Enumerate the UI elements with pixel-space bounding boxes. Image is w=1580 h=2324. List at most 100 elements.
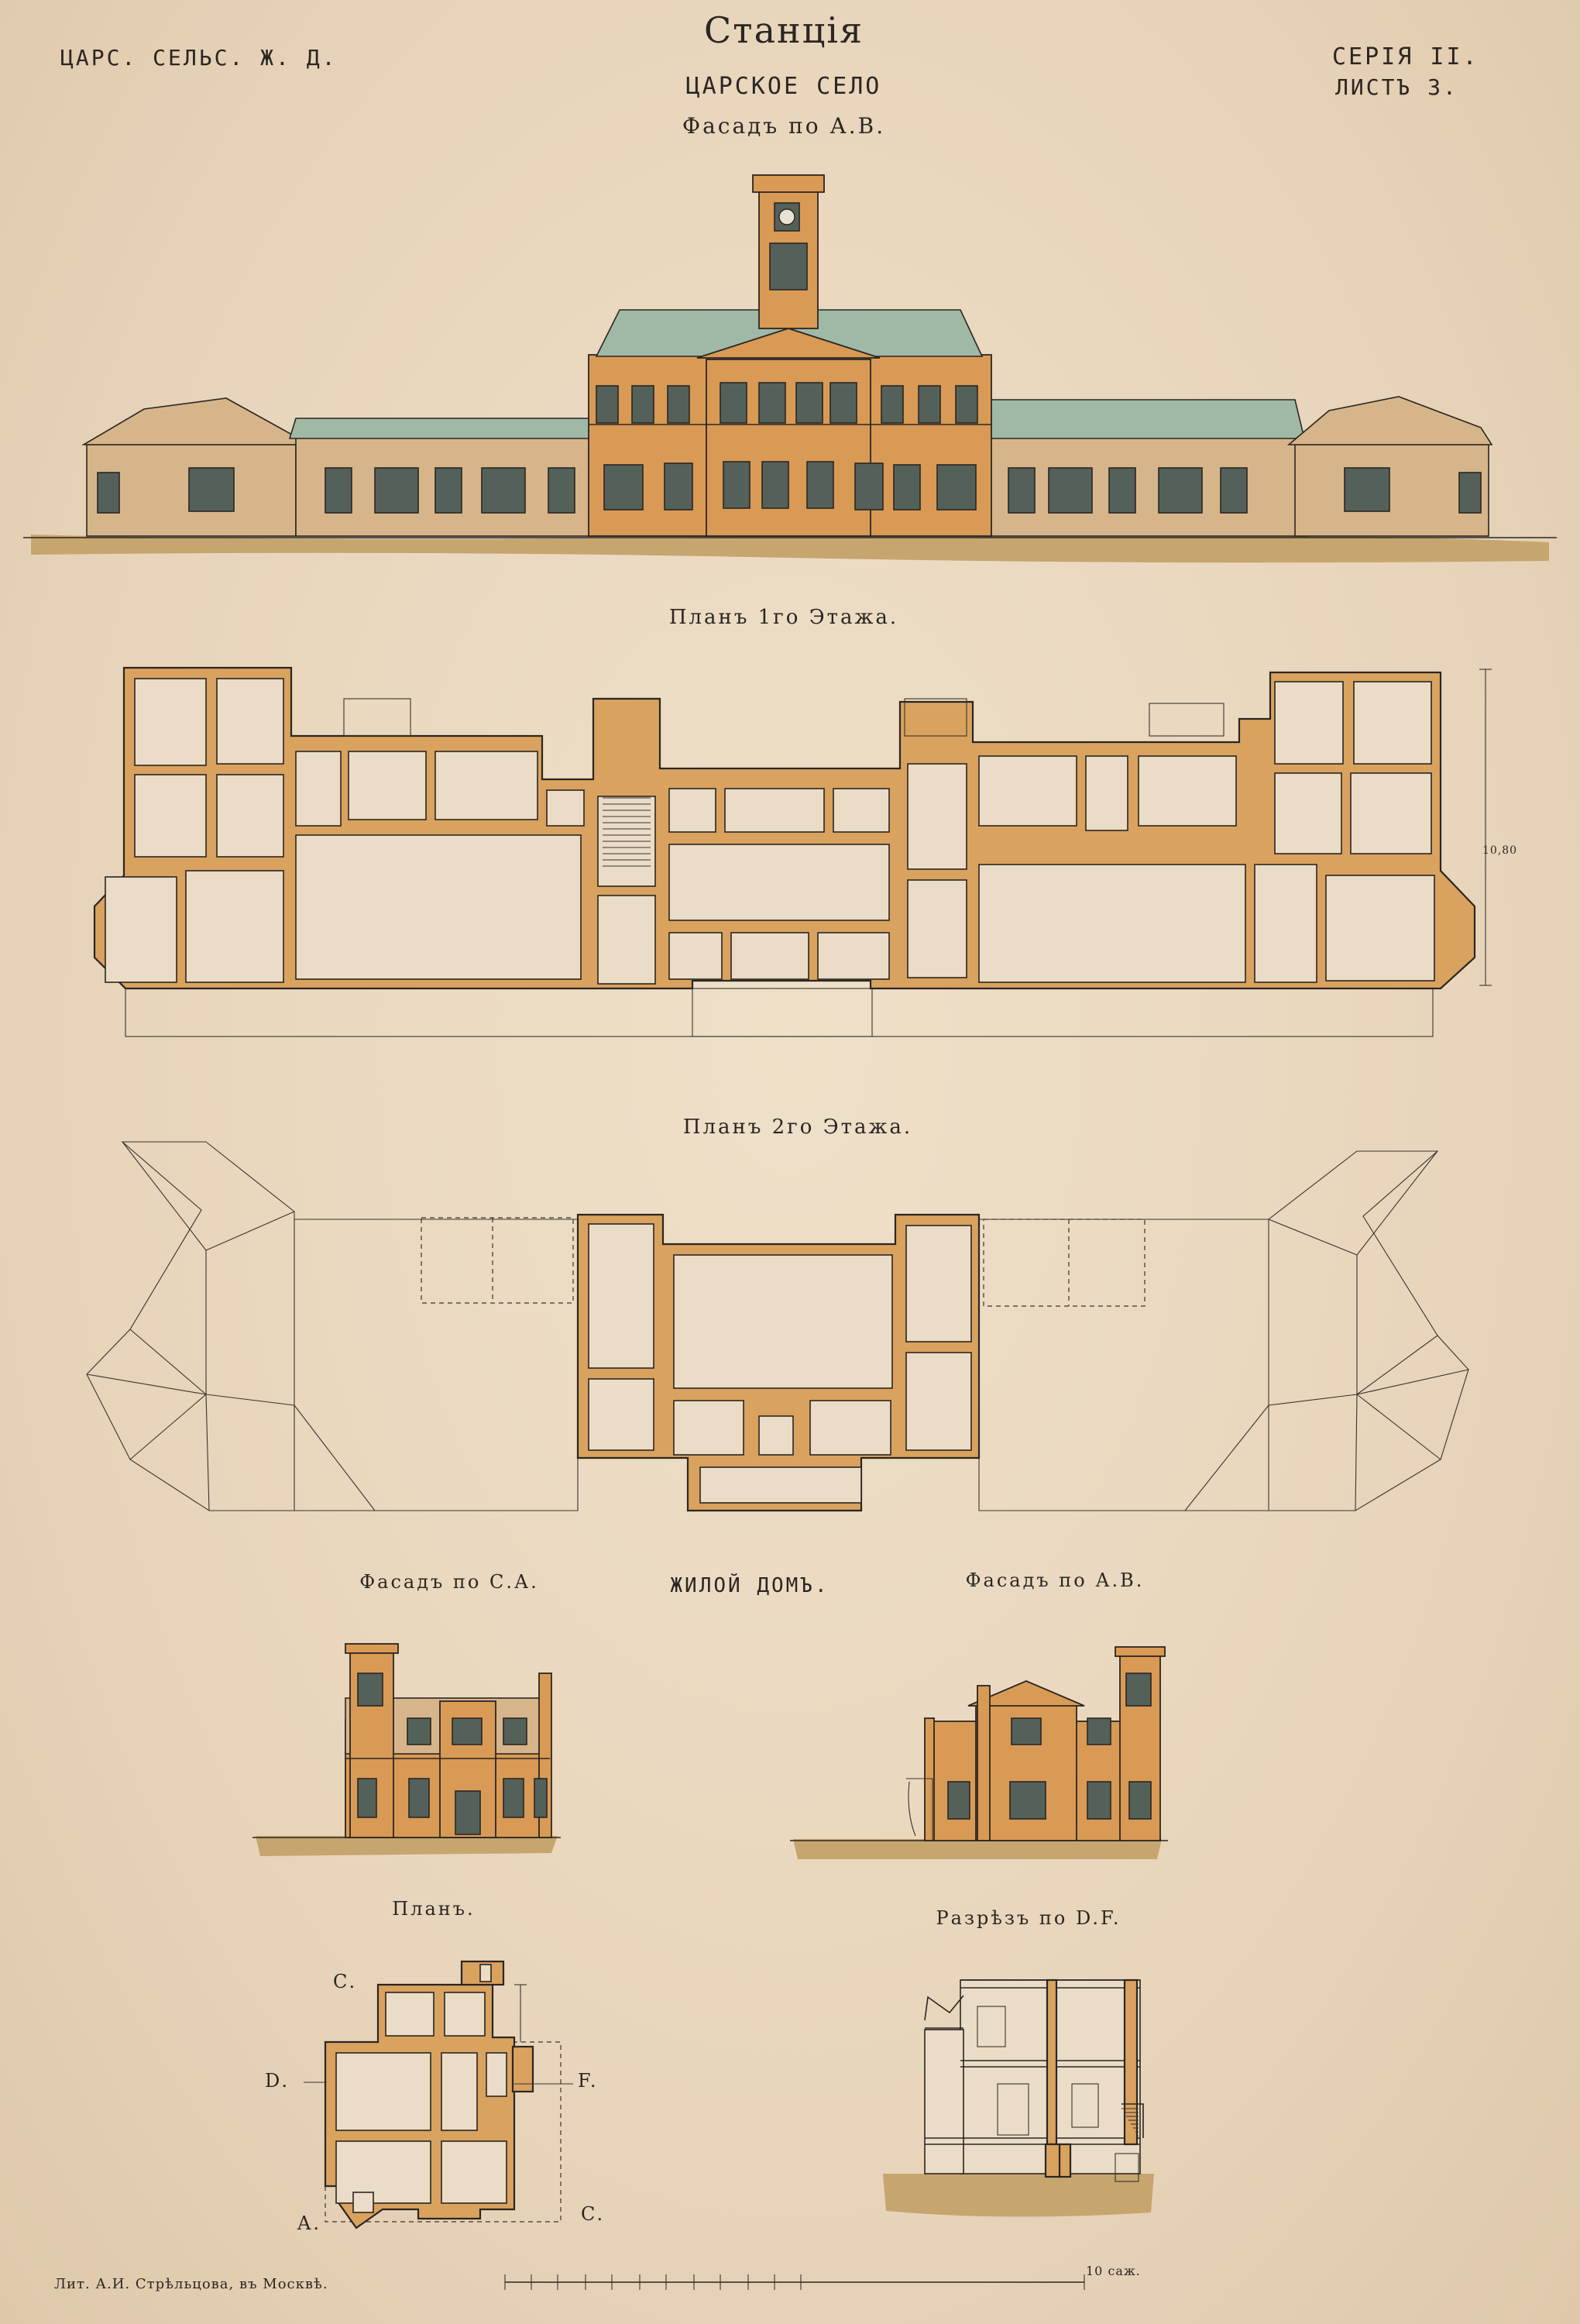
facade-window <box>795 382 823 424</box>
facade-window <box>603 464 644 511</box>
plan-room <box>1274 772 1342 854</box>
plan-mark-f: F. <box>578 2070 599 2092</box>
plan-room <box>907 763 967 870</box>
plan-room <box>1353 681 1432 765</box>
plan-room <box>1274 681 1344 765</box>
plan-room <box>486 2052 507 2097</box>
series-label: СЕРІЯ II. <box>1332 43 1479 70</box>
railway-name: ЦАРС. СЕЛЬС. Ж. Д. <box>60 45 338 70</box>
facade-window <box>596 385 619 424</box>
plan-room <box>730 932 809 980</box>
plan-room <box>758 1415 794 1456</box>
plan-mark-c-top: C. <box>333 1971 358 1992</box>
plan-mark-c-bottom: C. <box>581 2203 606 2225</box>
house-window <box>1125 1673 1152 1707</box>
house-plan-title: Планъ. <box>392 1898 476 1920</box>
house-window <box>452 1717 483 1745</box>
house-window <box>1087 1781 1111 1820</box>
facade-window <box>806 461 834 509</box>
plan-room <box>668 788 716 833</box>
plan-room <box>441 2052 478 2131</box>
house-window <box>408 1778 430 1818</box>
house-title: ЖИЛОЙ ДОМЪ. <box>670 1574 830 1597</box>
plan-room <box>978 864 1246 983</box>
facade-window <box>893 464 921 511</box>
plan-room <box>1138 755 1237 827</box>
first-floor-plan <box>93 666 1492 1037</box>
plan-room <box>588 1378 654 1451</box>
plan-room <box>978 755 1077 827</box>
plan-room <box>216 678 284 765</box>
plan-room <box>444 1992 486 2037</box>
plan-room <box>588 1223 654 1369</box>
plan-room <box>105 876 177 983</box>
facade-window <box>1220 467 1248 514</box>
facade-window <box>1048 467 1093 514</box>
plan-room <box>597 895 656 985</box>
plan-room <box>1325 875 1435 982</box>
facade-window <box>548 467 575 514</box>
facade-window <box>481 467 526 514</box>
facade-window <box>631 385 654 424</box>
plan-room <box>817 932 890 980</box>
main-facade-caption: Фасадъ по А.В. <box>682 113 886 139</box>
facade-window <box>1344 467 1390 512</box>
facade-window <box>188 467 235 512</box>
facade-window <box>936 464 977 511</box>
plan-mark-a: A. <box>297 2212 321 2234</box>
house-plan-drawing <box>304 1960 573 2229</box>
facade-window <box>434 467 462 514</box>
plan-room <box>335 2052 431 2131</box>
house-window <box>357 1673 383 1707</box>
plan-room <box>905 1352 972 1451</box>
plan-1-title: Планъ 1го Этажа. <box>668 606 899 629</box>
house-window <box>1087 1717 1111 1745</box>
plan-room <box>668 932 723 980</box>
facade-window <box>955 385 978 424</box>
second-floor-plan <box>86 1141 1469 1512</box>
facade-window <box>720 382 747 424</box>
plan-room <box>673 1400 744 1456</box>
plan-room <box>699 1466 862 1504</box>
plan-room <box>668 844 890 921</box>
station-name: ЦАРСКОЕ СЕЛО <box>685 73 882 100</box>
plan-room <box>385 1992 434 2037</box>
lithographer-imprint: Лит. А.И. Стрѣльцова, въ Москвѣ. <box>54 2276 328 2292</box>
house-facade-ca-drawing <box>252 1643 561 1856</box>
plan-room <box>724 788 825 833</box>
plan-room <box>905 1225 972 1342</box>
facade-window <box>854 462 884 511</box>
house-section-drawing <box>883 1978 1154 2217</box>
sheet-number: ЛИСТЪ 3. <box>1335 74 1458 100</box>
facade-window <box>1008 467 1036 514</box>
house-window <box>534 1778 548 1818</box>
plan-room <box>216 774 284 858</box>
plan-room <box>1350 772 1432 854</box>
facade-window <box>830 382 857 424</box>
scale-bar <box>504 2274 1085 2290</box>
dimension-label: 10,80 <box>1482 844 1518 857</box>
facade-window <box>723 461 750 509</box>
house-window <box>1011 1717 1042 1745</box>
plan-room <box>1085 755 1128 831</box>
facade-window <box>1458 472 1482 514</box>
house-facade-ca-title: Фасадъ по С.А. <box>359 1571 539 1593</box>
plan-room <box>1254 864 1317 983</box>
house-window <box>947 1781 970 1820</box>
plan-room <box>833 788 890 833</box>
facade-window <box>761 461 789 509</box>
plan-room <box>348 751 427 820</box>
plan-room <box>907 879 967 978</box>
plan-room <box>673 1254 893 1389</box>
facade-window <box>664 462 693 511</box>
plan-room <box>134 678 207 766</box>
scale-label: 10 саж. <box>1086 2264 1141 2278</box>
plan-room <box>441 2140 507 2204</box>
plan-room <box>134 774 207 858</box>
facade-window <box>374 467 419 514</box>
plan-2-title: Планъ 2го Этажа. <box>682 1116 913 1139</box>
plan-room <box>434 751 538 820</box>
facade-window <box>1158 467 1203 514</box>
